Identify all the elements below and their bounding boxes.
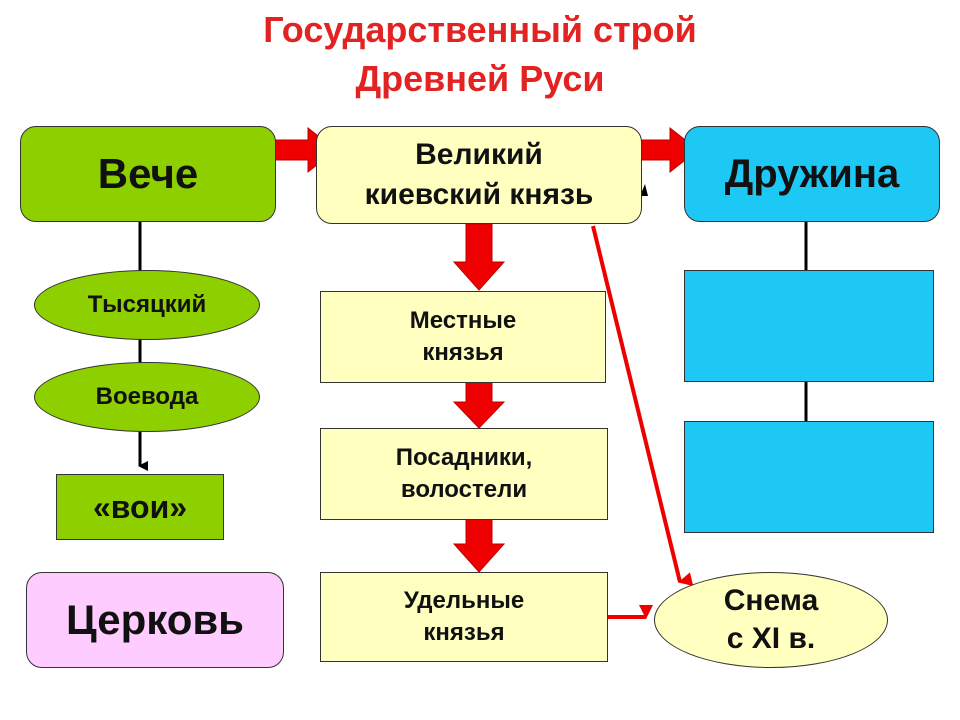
- veche-label: Вече: [97, 150, 199, 197]
- veche-box: Вече: [20, 126, 276, 222]
- snema-label: Снема с XI в.: [723, 584, 819, 655]
- grand-prince-box: Великий киевский князь: [316, 126, 642, 224]
- local-princes-label: Местные князья: [409, 307, 517, 366]
- tysyatsky-ellipse: Тысяцкий: [34, 270, 260, 340]
- druzhina-child-box-2: [684, 421, 934, 533]
- church-box: Церковь: [26, 572, 284, 668]
- page-title-line-1: Государственный строй: [263, 9, 697, 50]
- druzhina-box: Дружина: [684, 126, 940, 222]
- down-arrow-to-appanage-princes: [452, 518, 506, 573]
- local-princes-box: Местные князья: [320, 291, 606, 383]
- snema-ellipse: Снема с XI в.: [654, 572, 888, 668]
- church-label: Церковь: [66, 596, 244, 643]
- druzhina-label: Дружина: [724, 151, 900, 196]
- druzhina-child-box-1: [684, 270, 934, 382]
- posadniki-box: Посадники, волостели: [320, 428, 608, 520]
- appanage-princes-box: Удельные князья: [320, 572, 608, 662]
- small-black-arrow-tip: [640, 184, 648, 196]
- diagonal-arrow-to-snema: [591, 225, 694, 586]
- down-arrow-to-local-princes: [452, 223, 506, 291]
- posadniki-label: Посадники, волостели: [395, 444, 533, 503]
- voi-label: «вои»: [92, 488, 188, 525]
- grand-prince-label: Великий киевский князь: [364, 138, 594, 211]
- down-arrow-to-posadniki: [452, 381, 506, 429]
- voevoda-label: Воевода: [95, 383, 199, 410]
- voi-box: «вои»: [56, 474, 224, 540]
- tysyatsky-label: Тысяцкий: [87, 291, 207, 318]
- page-title-line-2: Древней Руси: [355, 58, 605, 99]
- voevoda-ellipse: Воевода: [34, 362, 260, 432]
- appanage-princes-label: Удельные князья: [403, 587, 525, 646]
